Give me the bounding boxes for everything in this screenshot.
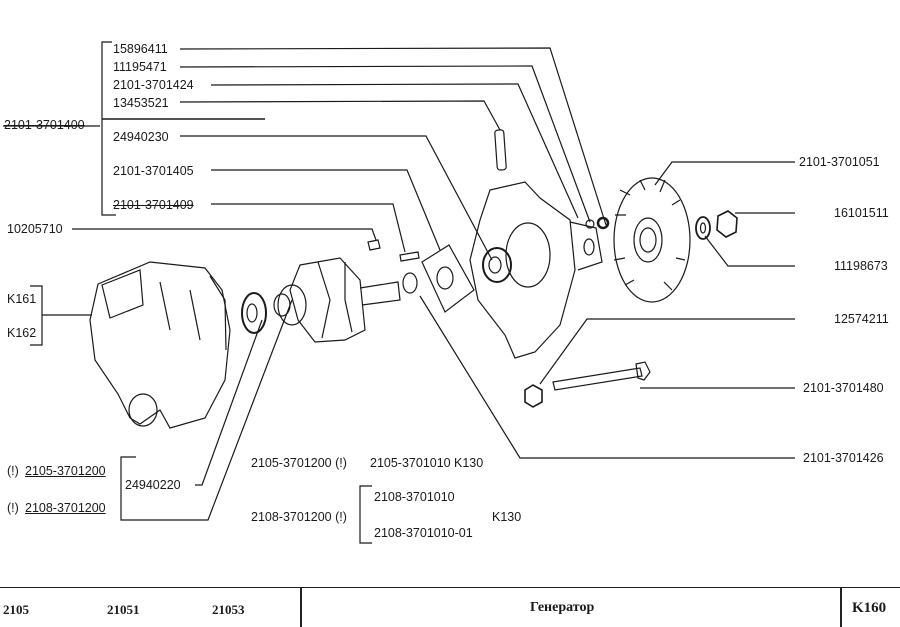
kit-ref[interactable]: K161 [7, 292, 37, 306]
spring-washer [695, 216, 711, 240]
part-label[interactable]: 2101-3701051 [799, 155, 880, 169]
note-ref[interactable]: 2108-3701010-01 [374, 526, 473, 540]
leader-24940220 [195, 319, 263, 486]
page-title: Генератор [530, 600, 595, 615]
variant-code[interactable]: 2108-3701200 [25, 501, 106, 515]
leader-13453521 [179, 100, 501, 131]
note-ref[interactable]: 2108-3701010 [374, 490, 455, 504]
drive-end-shield [469, 181, 576, 359]
note-code: 2105-3701200 (!) [251, 456, 347, 470]
footer-bar: 2105 21051 21053 Генератор K160 [0, 587, 900, 627]
leader-2101-3701405 [211, 169, 441, 251]
part-label[interactable]: 2101-3701405 [113, 164, 194, 178]
bottom-bracket [120, 299, 293, 521]
long-bolt [552, 367, 643, 391]
part-label[interactable]: 13453521 [113, 96, 169, 110]
rotor [289, 257, 366, 343]
note-code: 2108-3701200 (!) [251, 510, 347, 524]
note-kit[interactable]: K130 [492, 510, 522, 524]
part-label[interactable]: 12574211 [834, 312, 889, 326]
leader-11195471 [179, 65, 591, 223]
footer-divider [300, 588, 302, 627]
bearing [241, 292, 267, 334]
leader-24940230 [180, 135, 493, 261]
part-label[interactable]: 11195471 [113, 60, 167, 74]
variant-code[interactable]: 2105-3701200 [25, 464, 106, 478]
part-label[interactable]: 10205710 [7, 222, 63, 236]
model-label: 2105 [3, 602, 29, 617]
leader-2101-3701051 [654, 161, 795, 186]
leader-2101-3701424 [210, 83, 579, 219]
footer-divider [840, 588, 842, 627]
leader-10205710 [72, 228, 377, 241]
page-code: K160 [852, 600, 887, 616]
assembly-code[interactable]: 2101-3701400 [4, 118, 85, 132]
leader-11198673 [704, 235, 795, 267]
part-label[interactable]: 2101-3701409 [113, 198, 194, 212]
model-label: 21051 [107, 602, 140, 617]
part-label[interactable]: 2101-3701424 [113, 78, 194, 92]
bolt-nut [524, 384, 543, 408]
leader-12574211 [539, 318, 795, 385]
note-kit[interactable]: K130 [454, 456, 484, 470]
note-mark: (!) [7, 464, 19, 478]
part-label[interactable]: 2101-3701480 [803, 381, 884, 395]
part-label[interactable]: 24940220 [125, 478, 181, 492]
model-label: 21053 [212, 602, 245, 617]
part-label[interactable]: 24940230 [113, 130, 169, 144]
alternator-housing [89, 261, 231, 429]
part-label[interactable]: 11198673 [834, 259, 888, 273]
part-label[interactable]: 15896411 [113, 42, 168, 56]
note-ref[interactable]: 2105-3701010 [370, 456, 451, 470]
leader-2101-3701409 [211, 203, 406, 253]
pulley-nut [716, 210, 738, 238]
fan-pulley [613, 177, 691, 303]
brush-plate [421, 244, 475, 313]
leader-2101-3701426 [419, 295, 795, 459]
kit-ref[interactable]: K162 [7, 326, 37, 340]
part-label[interactable]: 2101-3701426 [803, 451, 884, 465]
assembly-bracket [101, 41, 116, 216]
leader-15896411 [179, 47, 607, 226]
note-mark: (!) [7, 501, 19, 515]
part-label[interactable]: 16101511 [834, 206, 889, 220]
